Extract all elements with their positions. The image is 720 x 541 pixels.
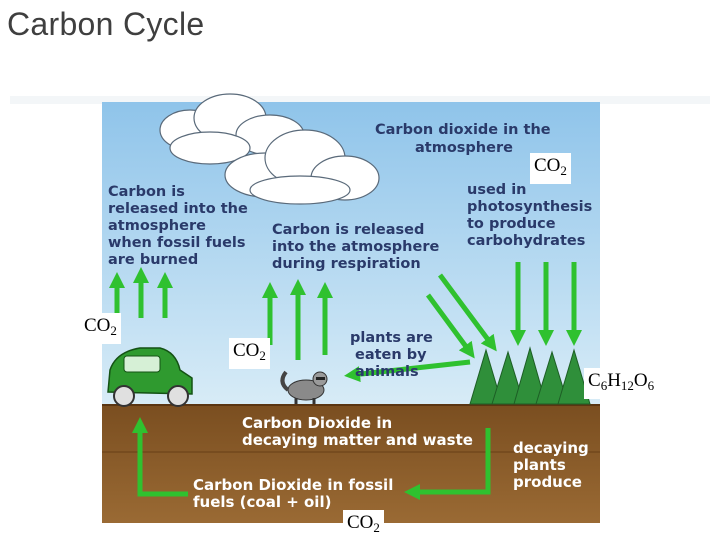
cloud-icon (159, 93, 305, 165)
arrow-icon (425, 273, 497, 359)
tree-icon (469, 346, 591, 405)
decaying-plants-label: decaying plants produce (513, 439, 594, 491)
co2-formula-left: CO2 (80, 313, 121, 344)
co2-formula-bottom: CO2 (343, 510, 384, 541)
co2-formula-center: CO2 (229, 338, 270, 369)
slide-title: Carbon Cycle (7, 6, 205, 42)
soil-background (102, 405, 600, 523)
decaying-matter-label: Carbon Dioxide in decaying matter and wa… (242, 414, 473, 449)
arrow-icon (344, 359, 471, 383)
respiration-label: Carbon is released into the atmosphere d… (272, 222, 444, 272)
car-icon (107, 347, 193, 407)
cloud-icon (224, 129, 380, 205)
arrow-icon (131, 416, 491, 501)
eaten-label: plants are eaten by animals (350, 330, 438, 380)
photosynthesis-label: used in photosynthesis to produce carboh… (467, 182, 597, 249)
arrow-icon (261, 278, 334, 360)
arrow-icon (509, 262, 583, 347)
arrow-icon (108, 266, 174, 318)
image-top-strip (10, 96, 710, 104)
glucose-formula: C6H12O6 (584, 368, 659, 399)
fossil-fuels-label: Carbon Dioxide in fossil fuels (coal + o… (193, 476, 399, 511)
fossil-release-label: Carbon is released into the atmosphere w… (108, 184, 253, 268)
atmosphere-label: Carbon dioxide in the atmosphere (375, 122, 556, 156)
co2-formula-top-right: CO2 (530, 153, 571, 184)
raccoon-icon (280, 370, 328, 404)
